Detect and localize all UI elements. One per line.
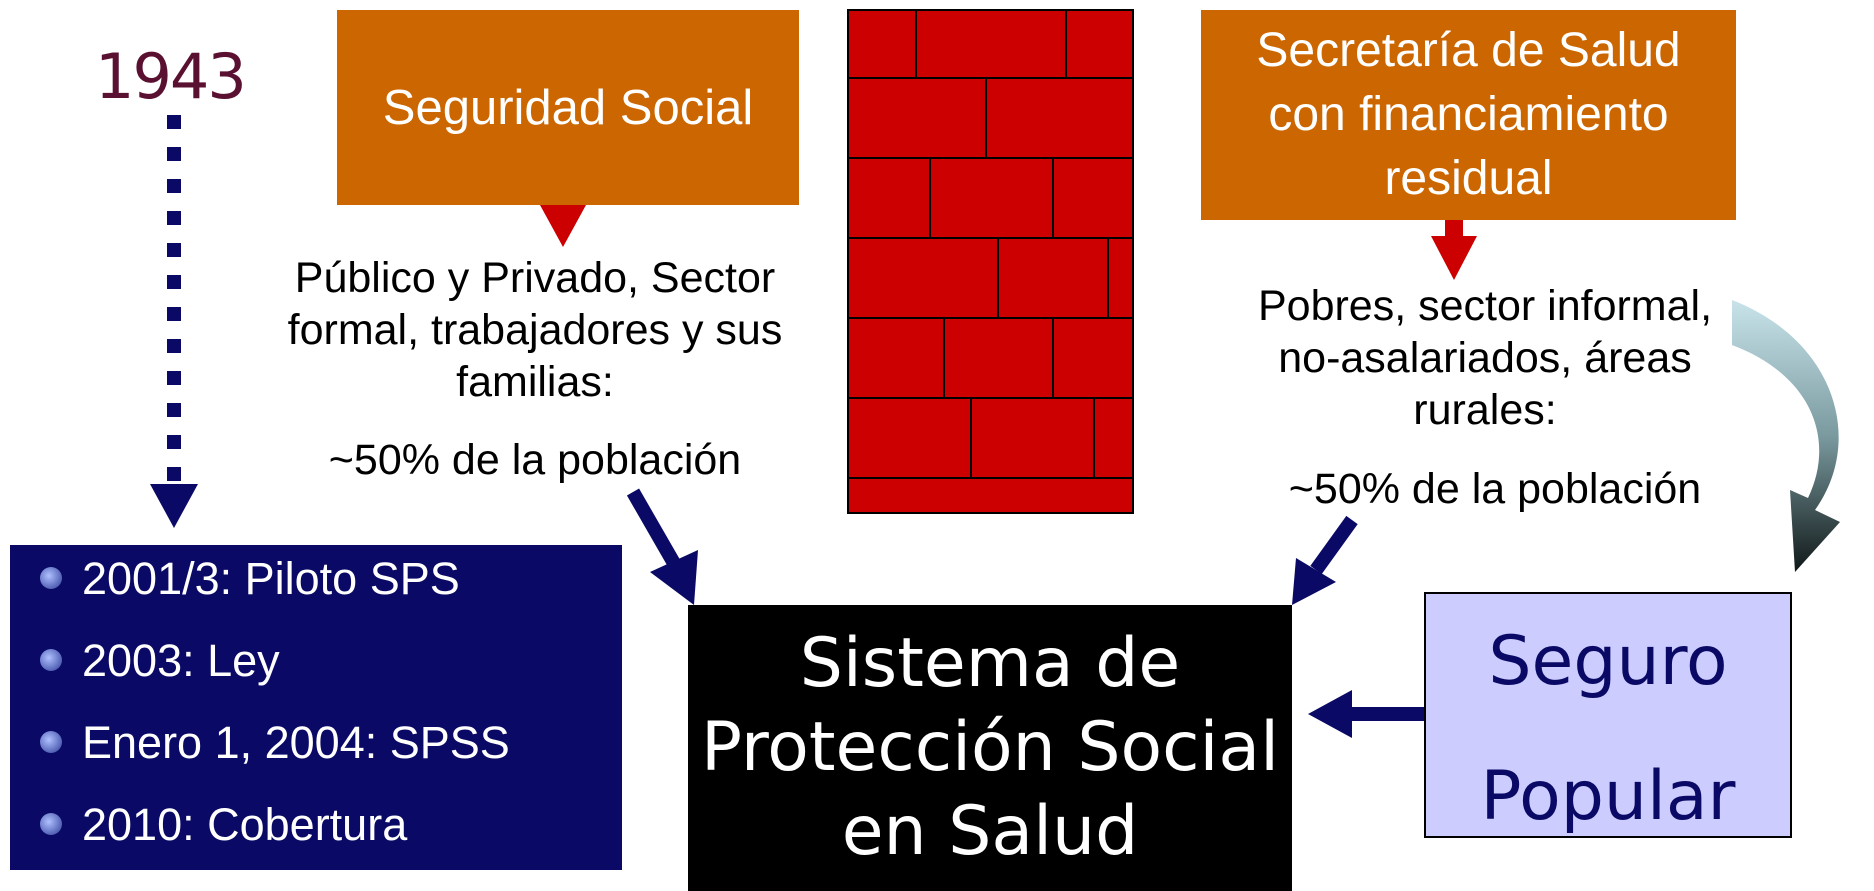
timeline-item: 2010: Cobertura [40, 799, 407, 851]
bullet-icon [40, 649, 62, 672]
timeline-item: Enero 1, 2004: SPSS [40, 717, 510, 769]
seguridad-social-label: Seguridad Social [382, 80, 754, 135]
bullet-icon [40, 813, 62, 836]
secretaria-line-3: residual [1384, 152, 1553, 205]
brick-wall [847, 9, 1134, 514]
right-note-line-3: rurales: [1413, 386, 1557, 434]
seguridad-social-box: Seguridad Social [337, 10, 799, 205]
left-note-line-2: formal, trabajadores y sus [287, 306, 783, 354]
seguridad-social-pointer [540, 205, 586, 247]
seguro-popular-box: Seguro Popular [1424, 592, 1792, 838]
secretaria-salud-box: Secretaría de Salud con financiamiento r… [1201, 10, 1736, 220]
right-note-line-1: Pobres, sector informal, [1257, 282, 1713, 330]
left-note-line-3: familias: [456, 358, 614, 406]
timeline-item-label: 2003: Ley [82, 635, 280, 686]
secretaria-line-2: con financiamiento [1268, 88, 1669, 141]
left-population-percent: ~50% de la población [328, 436, 742, 484]
seguro-popular-line-2: Popular [1480, 757, 1736, 836]
timeline-item: 2003: Ley [40, 635, 280, 687]
spss-line-1: Sistema de [799, 624, 1181, 703]
left-population-note: Público y Privado, Sector formal, trabaj… [240, 252, 830, 408]
seguro-popular-line-1: Seguro [1488, 622, 1728, 701]
year-label: 1943 [95, 40, 247, 113]
seguro-to-spss-arrow [1308, 690, 1424, 738]
right-to-spss-arrow [1292, 515, 1358, 605]
secretaria-line-1: Secretaría de Salud [1256, 24, 1681, 77]
timeline-dotted-arrow [150, 115, 198, 528]
spss-line-2: Protección Social [701, 708, 1279, 787]
timeline-item-label: 2001/3: Piloto SPS [82, 553, 460, 604]
timeline-box: 2001/3: Piloto SPS 2003: Ley Enero 1, 20… [10, 545, 622, 870]
bullet-icon [40, 567, 62, 590]
curved-gradient-arrow [1732, 300, 1840, 572]
right-population-percent: ~50% de la población [1288, 465, 1702, 513]
left-note-line-1: Público y Privado, Sector [294, 254, 776, 302]
secretaria-down-arrow [1431, 220, 1477, 280]
left-to-spss-arrow [626, 488, 698, 605]
spss-box: Sistema de Protección Social en Salud [688, 605, 1292, 891]
bullet-icon [40, 731, 62, 754]
timeline-item: 2001/3: Piloto SPS [40, 553, 460, 605]
timeline-item-label: 2010: Cobertura [82, 799, 408, 850]
right-note-line-2: no-asalariados, áreas [1278, 334, 1692, 382]
spss-line-3: en Salud [841, 792, 1139, 871]
timeline-item-label: Enero 1, 2004: SPSS [82, 717, 510, 768]
right-population-note: Pobres, sector informal, no-asalariados,… [1210, 280, 1760, 436]
